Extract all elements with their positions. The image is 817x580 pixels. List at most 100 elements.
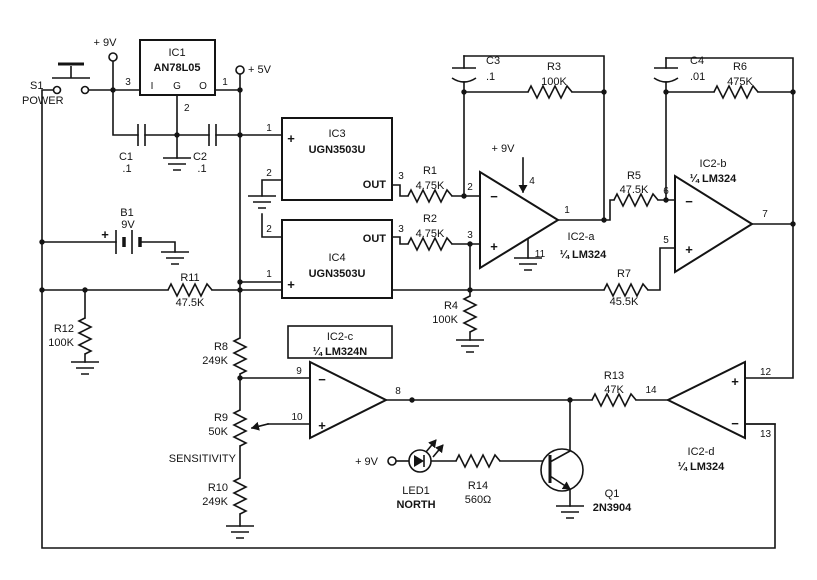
ic3-pin2-number: 2 <box>266 168 272 179</box>
ic3-out-label: OUT <box>363 179 387 191</box>
ic4-pin3-number: 3 <box>398 224 404 235</box>
ic2c-label-box <box>287 325 393 359</box>
r6-value: 475K <box>727 76 753 88</box>
r5-value: 47.5K <box>620 184 649 196</box>
ic2c-ref: IC2-c <box>327 331 354 343</box>
r8-value: 249K <box>202 355 228 367</box>
v9-opamp-label: + 9V <box>492 143 516 155</box>
ic1-pin-o-label: O <box>199 81 207 92</box>
ground-icon <box>555 505 585 519</box>
ic2a-ref: IC2-a <box>568 231 596 243</box>
ic1-part: AN78L05 <box>153 62 200 74</box>
r12-value: 100K <box>48 337 74 349</box>
ic2d-pin14-number: 14 <box>645 385 657 396</box>
r9-potentiometer <box>233 409 247 447</box>
ground-icon <box>247 195 277 209</box>
v9-led-label: + 9V <box>355 456 379 468</box>
ground-icon <box>225 525 255 539</box>
r6-ref: R6 <box>733 61 747 73</box>
ic1-pin2-number: 2 <box>184 103 190 114</box>
s1-pushbutton <box>52 62 90 95</box>
q1-transistor <box>540 448 584 492</box>
r10-value: 249K <box>202 496 228 508</box>
b1-ref: B1 <box>120 207 133 219</box>
ic2a-minus-sign: − <box>490 189 498 204</box>
c2-value: .1 <box>197 163 206 175</box>
c1-value: .1 <box>122 163 131 175</box>
r9-value: 50K <box>208 426 228 438</box>
wires <box>41 55 794 549</box>
c2-ref: C2 <box>193 151 207 163</box>
ic2a-pin2-number: 2 <box>467 182 473 193</box>
r3-ref: R3 <box>547 61 561 73</box>
q1-ref: Q1 <box>605 488 620 500</box>
ic2a-pin11-number: 11 <box>535 249 546 260</box>
r8-resistor <box>233 337 247 375</box>
c3-capacitor <box>451 67 477 83</box>
ic2b-opamp <box>674 174 754 274</box>
ic2c-part: ¼ LM324N <box>313 346 367 358</box>
ic2a-pin1-number: 1 <box>564 205 570 216</box>
ic2d-plus-sign: + <box>731 374 739 389</box>
c3-ref: C3 <box>486 55 500 67</box>
ic2c-minus-sign: − <box>318 372 326 387</box>
r2-value: 4.75K <box>416 228 445 240</box>
v5-terminal <box>235 65 245 75</box>
r9-ref: R9 <box>214 412 228 424</box>
ic3-ref: IC3 <box>328 128 345 140</box>
ic3-pin1-number: 1 <box>266 123 272 134</box>
ic2a-opamp <box>479 170 560 270</box>
ic2a-part: ¼ LM324 <box>560 249 607 261</box>
ic2d-ref: IC2-d <box>688 446 715 458</box>
r11-value: 47.5K <box>176 297 205 309</box>
r1-ref: R1 <box>423 165 437 177</box>
ic2d-part: ¼ LM324 <box>678 461 725 473</box>
ic2c-pin8-number: 8 <box>395 386 401 397</box>
c1-ref: C1 <box>119 151 133 163</box>
b1-plus-sign: + <box>101 227 109 242</box>
labels: + 9V S1 POWER 3 IC1 AN78L05 I G O 1 2 + … <box>22 37 772 514</box>
ic1-pin3-number: 3 <box>125 77 131 88</box>
ic2c-opamp <box>309 360 389 440</box>
ic2d-pin13-number: 13 <box>760 429 772 440</box>
r4-resistor <box>463 295 477 333</box>
ic4-pin1-number: 1 <box>266 269 272 280</box>
r8-ref: R8 <box>214 341 228 353</box>
ic4-box <box>281 219 393 299</box>
ic2b-pin5-number: 5 <box>663 235 669 246</box>
q1-part: 2N3904 <box>593 502 632 514</box>
ic2b-pin6-number: 6 <box>663 186 669 197</box>
v5-label: + 5V <box>248 64 272 76</box>
ic2d-pin12-number: 12 <box>760 367 772 378</box>
r4-value: 100K <box>432 314 458 326</box>
r12-resistor <box>78 317 92 355</box>
ground-icon <box>160 251 190 265</box>
led1-symbol <box>408 439 444 473</box>
ic2b-part: ¼ LM324 <box>690 173 737 185</box>
ic4-plus-sign: + <box>287 277 295 292</box>
capacitors <box>137 67 679 146</box>
r13-value: 47K <box>604 384 624 396</box>
r14-resistor <box>455 454 501 468</box>
r11-ref: R11 <box>180 272 199 284</box>
r3-value: 100K <box>541 76 567 88</box>
ground-icon <box>162 157 192 171</box>
ic2c-pin10-number: 10 <box>291 412 303 423</box>
ic3-part: UGN3503U <box>309 144 366 156</box>
r7-value: 45.5K <box>610 296 639 308</box>
ground-icon <box>455 339 485 353</box>
ic4-part: UGN3503U <box>309 268 366 280</box>
s1-label: POWER <box>22 95 64 107</box>
ic2c-pin9-number: 9 <box>296 366 302 377</box>
r12-ref: R12 <box>54 323 74 335</box>
v9-terminal <box>108 52 118 62</box>
ic1-ref: IC1 <box>168 47 185 59</box>
ic2b-plus-sign: + <box>685 242 693 257</box>
led1-ref: LED1 <box>402 485 430 497</box>
junction-dots <box>39 87 796 403</box>
c2-capacitor <box>208 124 217 146</box>
ic4-pin2-number: 2 <box>266 224 272 235</box>
ic1-pin-i-label: I <box>151 81 154 92</box>
ic2d-minus-sign: − <box>731 416 739 431</box>
